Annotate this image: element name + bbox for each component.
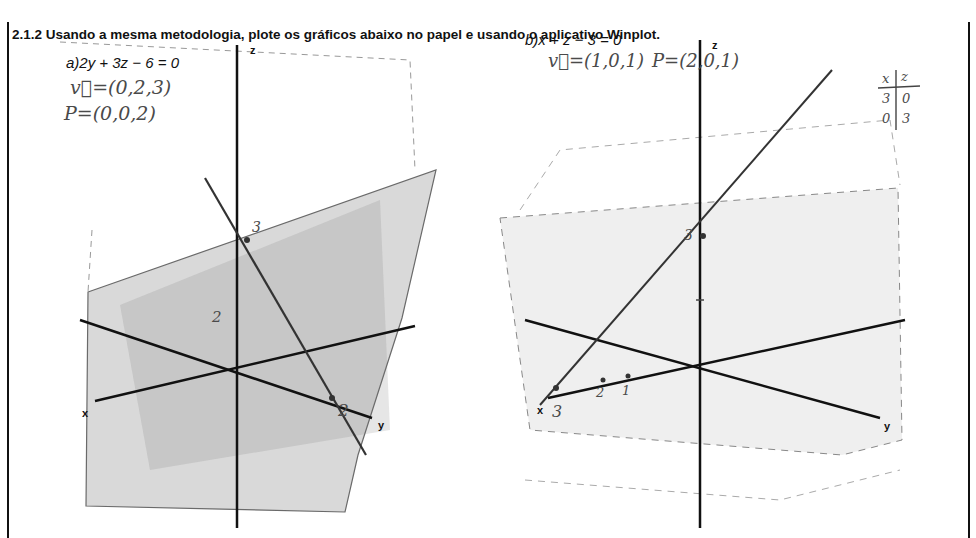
axis-mark: 1	[622, 384, 630, 397]
table-cell: z	[901, 70, 908, 83]
axis-label: y	[884, 421, 890, 432]
axis-label: x	[537, 405, 543, 416]
table-cell: 3	[902, 112, 910, 125]
table-cell: x	[882, 72, 889, 85]
axis-label: z	[250, 45, 256, 56]
vector-note: v⃗=(0,2,3)	[70, 78, 171, 97]
point-note: P=(2,0,1)	[652, 52, 739, 70]
axis-mark: 3	[552, 404, 562, 420]
vector-note: v⃗=(1,0,1)	[548, 52, 644, 70]
table-cell: 0	[882, 112, 890, 125]
axis-label: z	[712, 40, 718, 51]
axis-mark: 2	[212, 310, 222, 325]
axis-mark: 3	[252, 220, 261, 234]
axis-mark: 2	[596, 386, 604, 399]
axis-mark: 2	[338, 402, 349, 419]
point-note: P=(0,0,2)	[64, 104, 156, 123]
table-cell: 3	[882, 92, 890, 105]
equation-label: b)x + z − 3 = 0	[525, 32, 621, 47]
axis-label: y	[378, 420, 384, 431]
equation-label: a)2y + 3z − 6 = 0	[66, 55, 179, 70]
table-cell: 0	[902, 92, 910, 105]
axis-label: x	[82, 408, 88, 419]
axis-mark: 3	[684, 228, 693, 242]
